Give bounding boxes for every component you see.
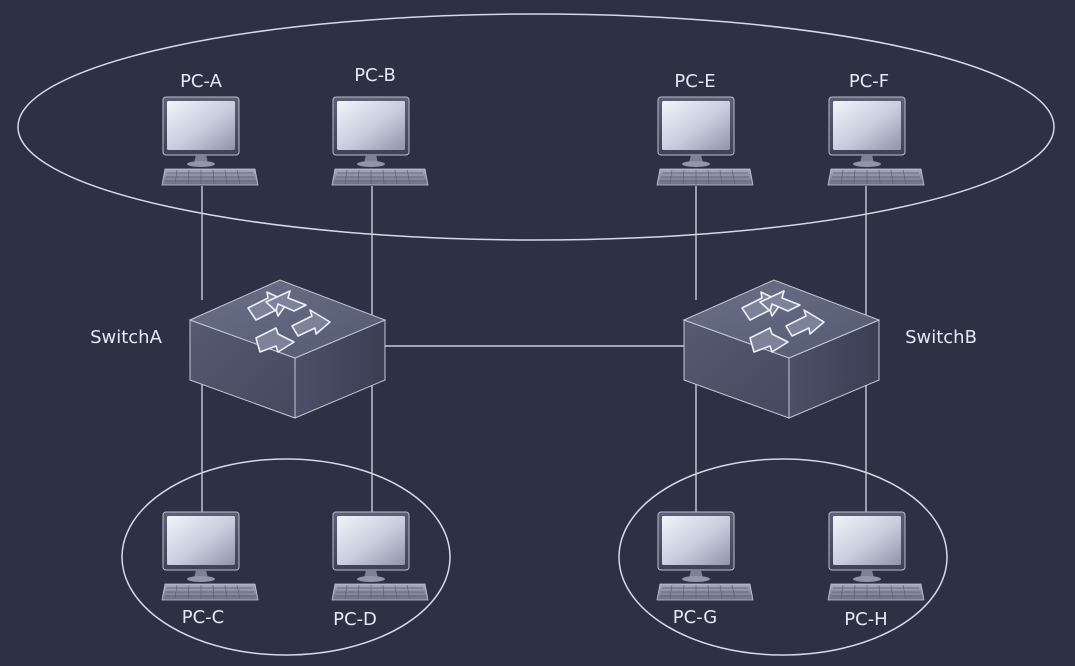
pc-d-label: PC-D <box>333 609 377 630</box>
pc-b-label: PC-B <box>354 65 396 86</box>
pc-d <box>331 511 429 601</box>
pc-g <box>656 511 754 601</box>
pc-h <box>827 511 925 601</box>
bottom-right-group-ellipse <box>618 458 948 656</box>
pc-b <box>331 96 429 186</box>
pc-e <box>656 96 754 186</box>
pc-g-label: PC-G <box>673 607 718 628</box>
pc-a <box>161 96 259 186</box>
pc-c <box>161 511 259 601</box>
top-group-ellipse <box>17 13 1055 241</box>
switch-a <box>189 279 386 419</box>
pc-e-label: PC-E <box>674 71 715 92</box>
pc-a-label: PC-A <box>180 71 223 92</box>
switch-b <box>683 279 880 419</box>
switch-a-label: SwitchA <box>90 327 163 348</box>
pc-h-label: PC-H <box>844 609 887 630</box>
connections <box>201 186 867 512</box>
pc-c-label: PC-C <box>182 607 225 628</box>
switch-b-label: SwitchB <box>905 327 977 348</box>
pc-f <box>827 96 925 186</box>
bottom-left-group-ellipse <box>121 458 451 656</box>
pc-f-label: PC-F <box>849 71 889 92</box>
